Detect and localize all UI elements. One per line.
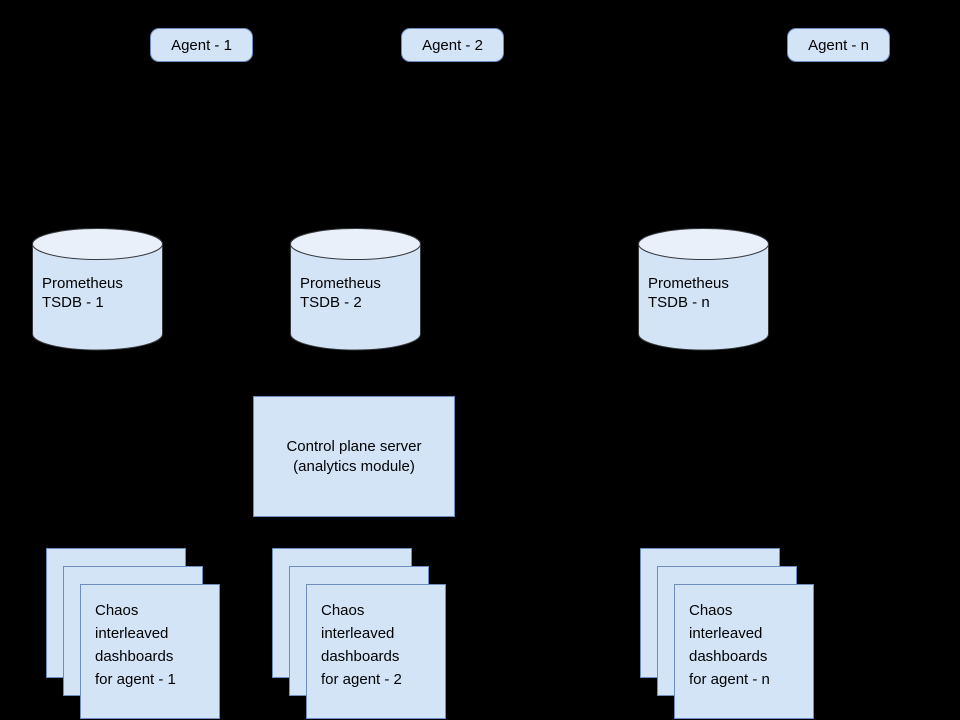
agent-box-n[interactable]: Agent - n xyxy=(787,28,890,62)
dashboard-card-front-n[interactable]: Chaos interleaved dashboards for agent -… xyxy=(674,584,814,719)
database-cylinder-n[interactable]: Prometheus TSDB - n xyxy=(638,228,769,351)
database-cylinder-2[interactable]: Prometheus TSDB - 2 xyxy=(290,228,421,351)
dashboard-stack-2[interactable]: Chaos interleaved dashboards for agent -… xyxy=(272,548,452,720)
database-cylinder-n-label: Prometheus TSDB - n xyxy=(648,275,729,311)
database-cylinder-1-label: Prometheus TSDB - 1 xyxy=(42,275,123,311)
agent-box-2-label: Agent - 2 xyxy=(422,36,483,54)
dashboard-card-front-2-label: Chaos interleaved dashboards for agent -… xyxy=(321,602,402,688)
agent-box-n-label: Agent - n xyxy=(808,36,869,54)
edge-agent1-to-tsdb1 xyxy=(91,62,201,230)
database-cylinder-2-label: Prometheus TSDB - 2 xyxy=(300,275,381,311)
cylinder-shape-1 xyxy=(32,228,163,351)
edge-agentn-to-tsdbn xyxy=(697,62,839,230)
agent-box-2[interactable]: Agent - 2 xyxy=(401,28,504,62)
dashboard-card-front-1[interactable]: Chaos interleaved dashboards for agent -… xyxy=(80,584,220,719)
cylinder-shape-2 xyxy=(290,228,421,351)
cylinder-shape-n xyxy=(638,228,769,351)
dashboard-stack-n[interactable]: Chaos interleaved dashboards for agent -… xyxy=(640,548,820,720)
edge-tsdb1-to-control-plane xyxy=(96,350,360,396)
dashboard-card-front-2[interactable]: Chaos interleaved dashboards for agent -… xyxy=(306,584,446,719)
agent-box-1[interactable]: Agent - 1 xyxy=(150,28,253,62)
dashboard-card-front-n-label: Chaos interleaved dashboards for agent -… xyxy=(689,602,770,688)
edge-agent2-to-tsdb2 xyxy=(348,62,453,230)
dashboard-stack-1[interactable]: Chaos interleaved dashboards for agent -… xyxy=(46,548,226,720)
agent-box-1-label: Agent - 1 xyxy=(171,36,232,54)
control-plane-server-box[interactable]: Control plane server (analytics module) xyxy=(253,396,455,517)
dashboard-card-front-1-label: Chaos interleaved dashboards for agent -… xyxy=(95,602,176,688)
control-plane-title: Control plane server xyxy=(286,437,422,455)
database-cylinder-1[interactable]: Prometheus TSDB - 1 xyxy=(32,228,163,351)
control-plane-subtitle: (analytics module) xyxy=(293,457,415,475)
edge-tsdbn-to-control-plane xyxy=(348,350,704,396)
